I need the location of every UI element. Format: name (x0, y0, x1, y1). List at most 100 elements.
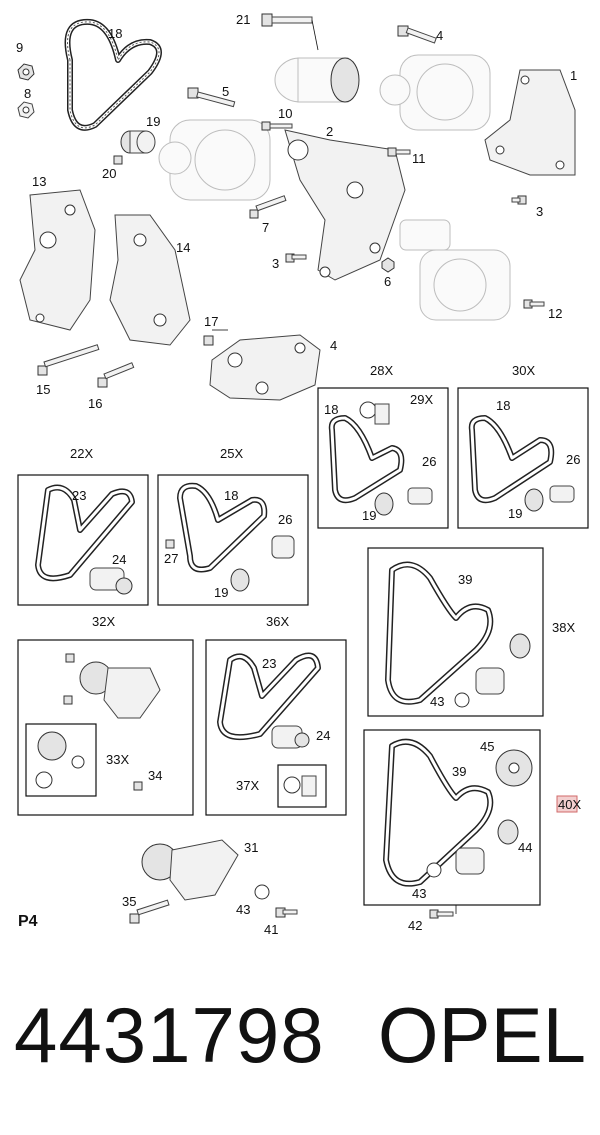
belt-18-25X-drawing (177, 482, 268, 573)
parts-diagram: 18 9 8 21 4 1 (16, 12, 589, 937)
group-36X-box (205, 639, 347, 816)
bolt-8-drawing (261, 121, 293, 131)
bolt-17-drawing (203, 329, 228, 346)
group-28X-part-26: 26 (422, 454, 436, 469)
seal-37X-drawing (283, 775, 317, 797)
bolt-9-drawing (387, 147, 411, 157)
callout-1: 1 (570, 68, 577, 83)
group-38X-box (367, 547, 544, 717)
group-40X-part-43: 43 (412, 886, 426, 901)
group-36X-part-23: 23 (262, 656, 276, 671)
bolt-3-mid-drawing (285, 253, 307, 263)
group-33X-box (25, 723, 97, 797)
group-38X-part-39: 39 (458, 572, 472, 587)
idler-19-30X-drawing (524, 488, 544, 512)
group-36X-part-24: 24 (316, 728, 330, 743)
group-37X-box (277, 764, 327, 808)
group-28X-part-19: 19 (362, 508, 376, 523)
callout-7: 12 (548, 306, 562, 321)
callout-31: 31 (244, 840, 258, 855)
callout-43-loose: 43 (236, 902, 250, 917)
belt-18-30X-drawing (468, 415, 555, 504)
bolt-15-drawing (37, 344, 100, 376)
group-32X-box (17, 639, 194, 816)
group-36X-part-37X: 37X (236, 778, 259, 793)
belt-18-28X-drawing (328, 415, 405, 504)
bolt-34-drawing (133, 781, 143, 791)
tensioner-26-28X-drawing (407, 487, 433, 505)
bolt-21-drawing (113, 155, 123, 165)
group-28X-box (317, 387, 449, 529)
callout-12: 14 (176, 240, 190, 255)
group-40X-part-42: 42 (408, 918, 422, 933)
group-25X-part-19: 19 (214, 585, 228, 600)
tensioner-26-30X-drawing (549, 485, 575, 503)
bolt-20-drawing (261, 13, 319, 51)
belt-23-22X-drawing (35, 484, 135, 582)
callout-17: 17 (204, 314, 218, 329)
callout-3-right: 3 (536, 204, 543, 219)
group-28X-part-29X: 29X (410, 392, 433, 407)
tensioner-40X-drawing (455, 847, 485, 875)
group-28X-label: 28X (370, 363, 393, 378)
bracket-13-drawing (19, 189, 96, 331)
belt-39-38X-drawing (385, 561, 494, 705)
bolt-14-drawing (97, 362, 135, 388)
tensioner-32X-drawing (63, 653, 161, 719)
group-38X-part-43: 43 (430, 694, 444, 709)
tensioner-ghost-top (274, 57, 360, 103)
nut-11-drawing (17, 63, 35, 81)
group-30X-part-18: 18 (496, 398, 510, 413)
callout-19-top: 19 (146, 114, 160, 129)
bracket-1-drawing (484, 69, 576, 176)
tensioner-26-25X-drawing (271, 535, 295, 559)
washer-43-40X-drawing (426, 862, 442, 878)
group-22X-part-24: 24 (112, 552, 126, 567)
seal-29X-drawing (359, 401, 390, 425)
bracket-16-drawing (209, 334, 321, 401)
callout-8: 10 (278, 106, 292, 121)
callout-6: 7 (262, 220, 269, 235)
callout-18-top: 18 (108, 26, 122, 41)
nut-5-drawing (381, 257, 395, 273)
group-25X-box (157, 474, 309, 606)
callout-4-top: 4 (436, 28, 443, 43)
callout-11: 9 (16, 40, 23, 55)
group-40X-box (363, 729, 541, 906)
bolt-42-drawing (429, 905, 457, 919)
group-40X-label: 40X (558, 797, 581, 812)
group-36X-label: 36X (266, 614, 289, 629)
tensioner-31-drawing (141, 839, 239, 901)
group-38X-label: 38X (552, 620, 575, 635)
bolt-6-drawing (249, 195, 287, 219)
callout-2: 2 (326, 124, 333, 139)
group-40X-highlight (556, 795, 578, 813)
bolt-4-mid-drawing (187, 87, 236, 108)
callout-15: 15 (36, 382, 50, 397)
group-32X-label: 32X (92, 614, 115, 629)
callout-3-mid: 3 (272, 256, 279, 271)
callout-14: 16 (88, 396, 102, 411)
bolt-27-drawing (165, 539, 175, 549)
idler-19-25X-drawing (230, 568, 250, 592)
group-40X-part-44: 44 (518, 840, 532, 855)
group-40X-part-45: 45 (480, 739, 494, 754)
callout-9: 11 (412, 151, 426, 166)
callout-41: 41 (264, 922, 278, 937)
callout-10: 8 (24, 86, 31, 101)
callout-21: 20 (102, 166, 116, 181)
bracket-2-drawing (284, 129, 406, 281)
brand-name: OPEL (377, 991, 586, 1079)
pulley-33X-drawing (35, 731, 85, 789)
group-22X-box (17, 474, 149, 606)
group-28X-part-18: 18 (324, 402, 338, 417)
idler-19-top-drawing (120, 130, 156, 154)
belt-18-drawing (64, 18, 162, 131)
group-22X-label: 22X (70, 446, 93, 461)
belt-39-40X-drawing (383, 738, 494, 887)
alternator-ghost-center (158, 119, 271, 201)
group-30X-box (457, 387, 589, 529)
idler-19-28X-drawing (374, 492, 394, 516)
group-22X-part-23: 23 (72, 488, 86, 503)
bolt-4-top-drawing (397, 25, 437, 44)
